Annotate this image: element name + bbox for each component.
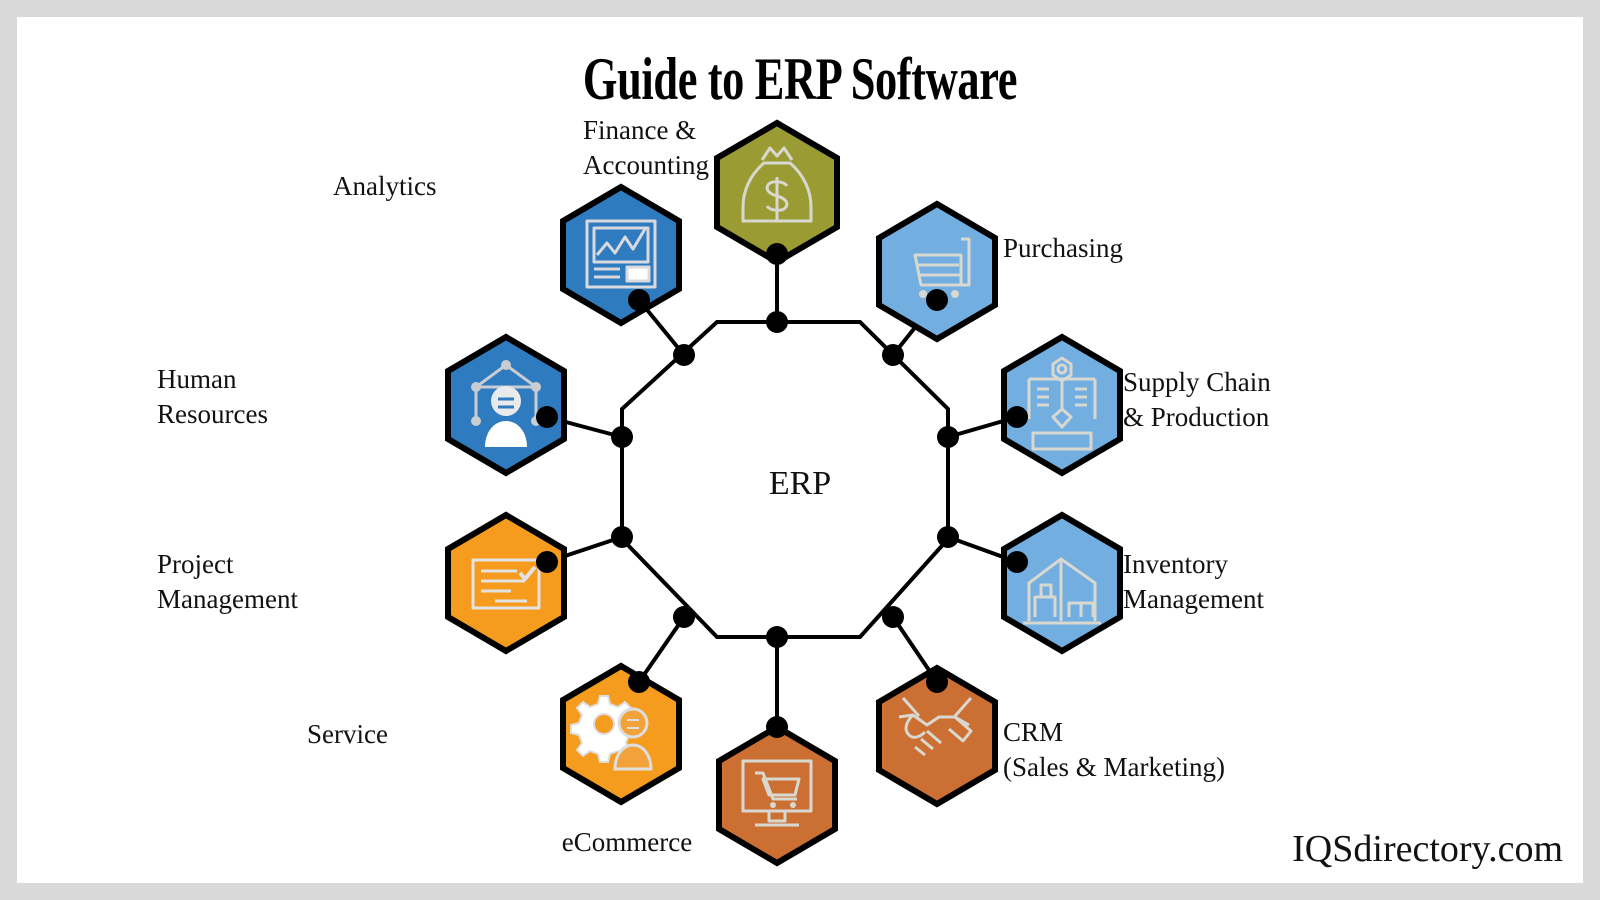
checklist-icon (471, 558, 541, 610)
label-inventory: Inventory Management (1123, 549, 1264, 614)
node-service[interactable] (560, 662, 682, 806)
vertex-dot-right-lower (937, 526, 959, 548)
node-purchasing[interactable] (876, 200, 998, 343)
node-project-management[interactable] (445, 511, 567, 655)
vertex-dot-lower-right (882, 606, 904, 628)
label-supply-chain: Supply Chain & Production (1123, 367, 1271, 432)
dot-supply-chain (1006, 406, 1028, 428)
page-title: Guide to ERP Software (582, 46, 1018, 112)
hexagon-analytics[interactable] (560, 183, 682, 327)
vertex-dot-bottom (766, 626, 788, 648)
label-human-resources: Human Resources (157, 364, 268, 429)
label-purchasing: Purchasing (1003, 233, 1123, 263)
node-supply-chain[interactable] (1001, 333, 1123, 477)
shopping-cart-icon (913, 237, 971, 298)
label-crm: CRM (Sales & Marketing) (1003, 717, 1225, 782)
center-dodecagon (620, 320, 950, 639)
label-analytics: Analytics (333, 171, 437, 201)
erp-diagram (445, 119, 1123, 867)
dot-service (628, 671, 650, 693)
dashboard-chart-icon (585, 219, 657, 289)
dot-analytics (628, 289, 650, 311)
dot-finance (766, 243, 788, 265)
vertex-dot-top (766, 311, 788, 333)
node-crm[interactable] (876, 664, 998, 808)
dot-purchasing (926, 289, 948, 311)
node-ecommerce[interactable] (716, 723, 838, 867)
dot-human-resources (536, 406, 558, 428)
dot-inventory (1006, 551, 1028, 573)
watermark: IQSdirectory.com (1292, 828, 1563, 870)
label-ecommerce: eCommerce (561, 827, 693, 857)
label-project-management: Project Management (157, 549, 298, 614)
dot-project-management (536, 551, 558, 573)
hexagon-purchasing[interactable] (876, 200, 998, 343)
vertex-dot-right-upper (937, 426, 959, 448)
node-analytics[interactable] (560, 183, 682, 327)
handshake-icon (898, 697, 973, 757)
label-service: Service (307, 719, 388, 749)
person-network-icon (471, 360, 541, 447)
node-finance[interactable] (714, 119, 840, 266)
vertex-dot-left-lower (611, 526, 633, 548)
gear-person-icon (570, 695, 653, 771)
node-inventory[interactable] (1001, 511, 1123, 655)
vertex-dot-upper-left (673, 344, 695, 366)
money-bag-icon (741, 146, 813, 223)
dot-ecommerce (766, 716, 788, 738)
supply-chain-icon (1027, 356, 1097, 451)
infographic-canvas: Guide to ERP Software (17, 17, 1583, 883)
connector-dots (536, 243, 1028, 738)
warehouse-icon (1023, 557, 1101, 625)
connector-service (637, 615, 686, 684)
label-finance: Finance & Accounting (583, 115, 709, 180)
vertex-dot-left-upper (611, 426, 633, 448)
monitor-cart-icon (741, 759, 813, 827)
vertex-dot-lower-left (673, 606, 695, 628)
dodecagon-vertex-dots (611, 311, 959, 648)
vertex-dot-upper-right (882, 344, 904, 366)
node-human-resources[interactable] (445, 333, 567, 477)
dot-crm (926, 671, 948, 693)
hexagon-project-management[interactable] (445, 511, 567, 655)
